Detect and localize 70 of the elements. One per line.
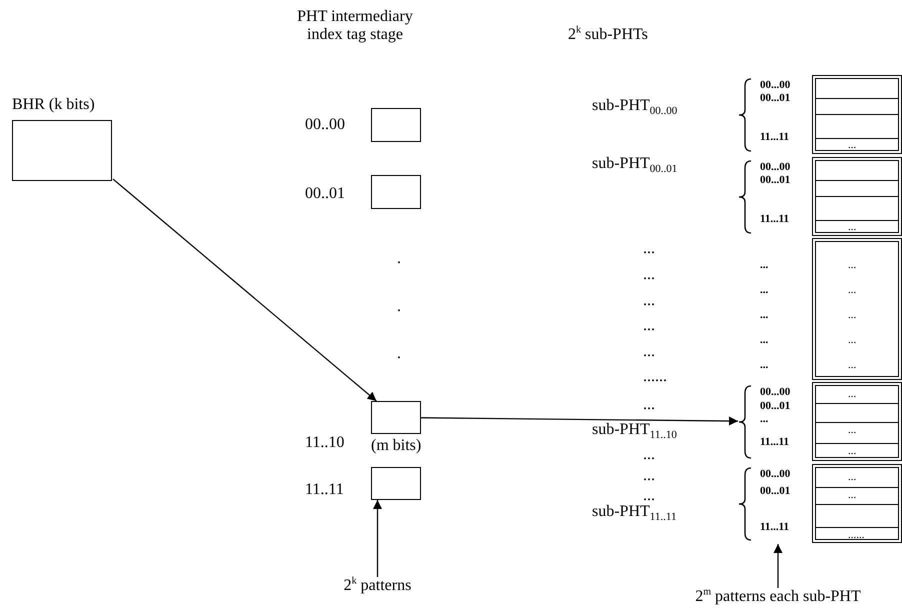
cell-text: ... bbox=[848, 424, 856, 436]
cell-text: ... bbox=[848, 259, 856, 271]
cell-text: ... bbox=[848, 359, 856, 371]
register-box bbox=[371, 467, 421, 500]
ellipsis: ... bbox=[643, 292, 655, 310]
row-index-label: 00...01 bbox=[760, 174, 790, 186]
table-heading: sub-PHT$_{00..01}$ bbox=[592, 155, 678, 173]
row-index-label: 00...00 bbox=[760, 468, 790, 480]
row-index-label: 00...01 bbox=[760, 92, 790, 104]
ellipsis: . bbox=[397, 298, 401, 316]
row-index-label: ... bbox=[760, 309, 768, 321]
table-heading: sub-PHT$_{11..10}$ bbox=[592, 421, 677, 439]
row-index-label: ... bbox=[760, 334, 768, 346]
row-index-label: 00...01 bbox=[760, 485, 790, 497]
row-index-label: ... bbox=[760, 359, 768, 371]
cell-text: ...... bbox=[848, 529, 864, 541]
row-index-label: 00...00 bbox=[760, 161, 790, 173]
annotation-text: 2$^{k}$ patterns bbox=[335, 577, 420, 597]
arrow bbox=[774, 544, 782, 588]
ellipsis: ... bbox=[643, 266, 655, 284]
sub-table-group bbox=[738, 382, 902, 462]
row-index-label: ... bbox=[760, 413, 768, 425]
row-index-label: 11...11 bbox=[760, 131, 790, 143]
ellipsis: ... bbox=[643, 343, 655, 361]
cell-text: ... bbox=[848, 471, 856, 483]
index-label: (m bits) bbox=[371, 437, 422, 455]
arrow bbox=[421, 416, 738, 426]
cell-text: ... bbox=[848, 309, 856, 321]
index-label: 11..10 bbox=[305, 434, 344, 452]
caption-text: 2$^{k}$ sub-PHTs bbox=[568, 26, 648, 44]
index-label: 00..00 bbox=[305, 116, 345, 134]
row-index-label: ... bbox=[760, 259, 768, 271]
cell-text: ... bbox=[848, 139, 856, 151]
ellipsis: . bbox=[397, 345, 401, 363]
register-label: BHR (k bits) bbox=[12, 96, 95, 114]
ellipsis: ... bbox=[643, 317, 655, 335]
table-heading: sub-PHT$_{00..00}$ bbox=[592, 97, 678, 115]
ellipsis: ... bbox=[643, 396, 655, 414]
row-index-label: 11...11 bbox=[760, 436, 790, 448]
ellipsis: ... bbox=[643, 446, 655, 464]
annotation-text: 2$^{m}$ patterns each sub-PHT bbox=[662, 588, 894, 608]
cell-text: ... bbox=[848, 221, 856, 233]
ellipsis: ... bbox=[643, 487, 655, 504]
row-index-label: 00...00 bbox=[760, 386, 790, 398]
cell-text: ... bbox=[848, 334, 856, 346]
row-index-label: 11...11 bbox=[760, 521, 790, 533]
row-index-label: 00...01 bbox=[760, 400, 790, 412]
ellipsis: . bbox=[397, 250, 401, 268]
arrow bbox=[373, 500, 382, 577]
caption-text: PHT intermediary index tag stage bbox=[296, 8, 414, 44]
register-box bbox=[371, 401, 421, 434]
cell-text: ... bbox=[848, 445, 856, 457]
sub-table-group bbox=[738, 464, 902, 544]
sub-table-group bbox=[738, 157, 902, 237]
table-heading: sub-PHT$_{11..11}$ bbox=[592, 503, 676, 521]
row-index-label: 00...00 bbox=[760, 79, 790, 91]
arrow bbox=[112, 178, 377, 402]
ellipsis: ... bbox=[643, 240, 655, 258]
cell-text: ... bbox=[848, 284, 856, 296]
cell-text: ... bbox=[848, 489, 856, 501]
register-box bbox=[371, 108, 421, 142]
caption-text: ...... bbox=[643, 368, 667, 386]
cell-text: ... bbox=[848, 388, 856, 400]
index-label: 00..01 bbox=[305, 185, 345, 203]
row-index-label: 11...11 bbox=[760, 213, 790, 225]
ellipsis: ... bbox=[643, 467, 655, 485]
index-label: 11..11 bbox=[305, 481, 344, 499]
row-index-label: ... bbox=[760, 284, 768, 296]
register-box bbox=[371, 175, 421, 209]
sub-table-group bbox=[738, 75, 902, 155]
